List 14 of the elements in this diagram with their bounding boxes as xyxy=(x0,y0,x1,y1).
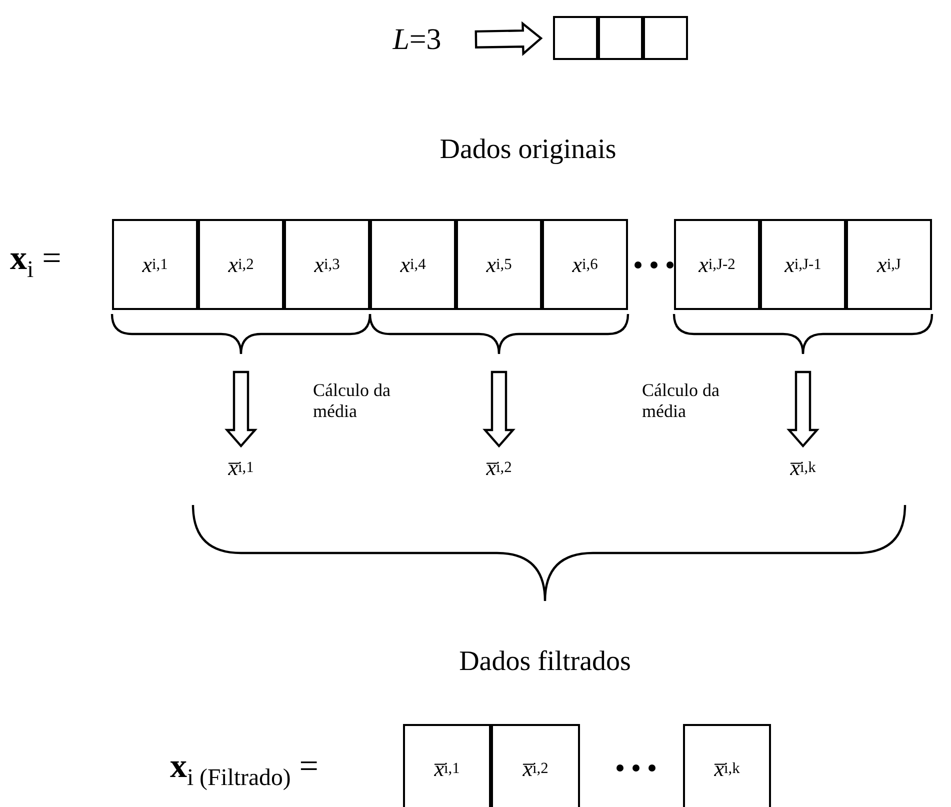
hollow-arrow xyxy=(224,370,258,448)
heading-text: Dados originais xyxy=(440,134,616,166)
hollow-arrow xyxy=(786,370,820,448)
window-cell xyxy=(643,16,688,60)
note-text: Cálculo da média xyxy=(313,380,392,422)
note-text: Cálculo da média xyxy=(642,380,720,422)
vector-label: x$_{i (Filtrado)}$ = xyxy=(170,748,318,792)
window-cell xyxy=(553,16,598,60)
hollow-arrow xyxy=(474,21,543,56)
hollow-arrow xyxy=(482,370,516,448)
vector-label: x$_{i}$ = xyxy=(10,240,62,284)
window-cell xyxy=(598,16,643,60)
heading-text: Dados filtrados xyxy=(459,646,631,678)
math-text: L=3 xyxy=(372,18,462,62)
